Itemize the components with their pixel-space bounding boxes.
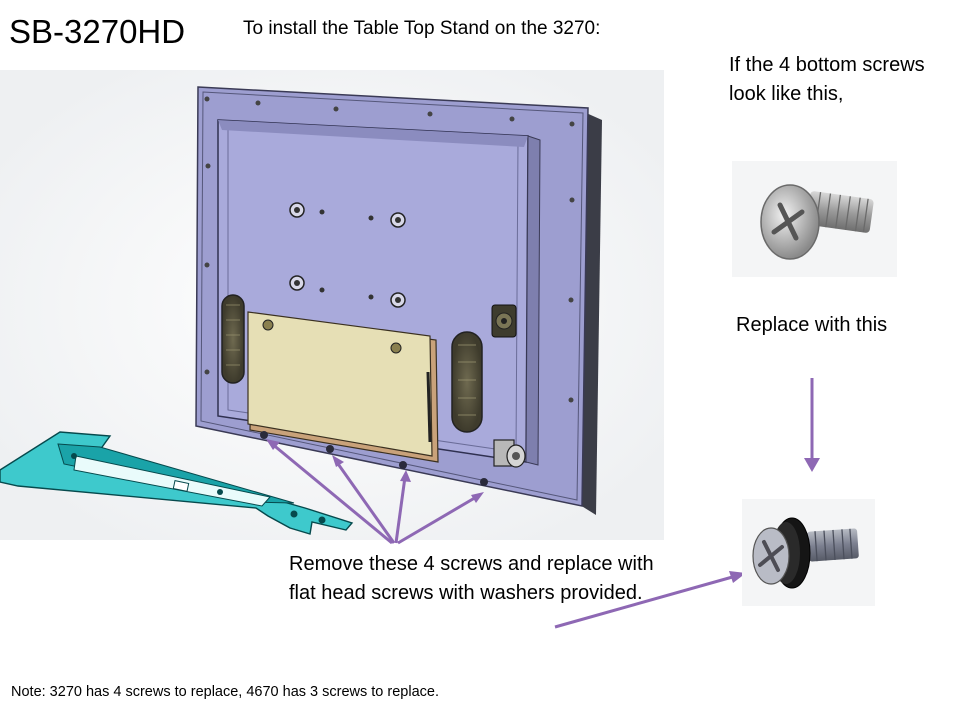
page-title: SB-3270HD (9, 13, 186, 50)
monitor-rear-view (195, 86, 602, 515)
pcb-board (247, 311, 439, 463)
vesa-mount-holes (289, 202, 406, 308)
pan-head-screw-image (732, 161, 897, 277)
note-replace-with: Replace with this (736, 314, 888, 336)
connector-port (491, 304, 517, 338)
flat-head-washer-screw-image (742, 499, 875, 606)
page-subtitle: To install the Table Top Stand on the 32… (243, 18, 601, 39)
screw-pointer-arrows (266, 439, 484, 545)
note-bottom-screws: If the 4 bottom screws look like this, (729, 54, 925, 105)
instruction-to-screw-arrow (554, 571, 746, 629)
frame-screws (204, 96, 575, 403)
footnote: Note: 3270 has 4 screws to replace, 4670… (11, 684, 439, 700)
right-speaker-grille (451, 331, 483, 433)
left-speaker-grille (221, 294, 245, 384)
table-top-stand (0, 431, 354, 535)
note-remove-instruction: Remove these 4 screws and replace with f… (289, 553, 654, 604)
bottom-screws (260, 431, 488, 486)
cable-gland (493, 439, 526, 468)
replace-down-arrow (804, 378, 820, 472)
